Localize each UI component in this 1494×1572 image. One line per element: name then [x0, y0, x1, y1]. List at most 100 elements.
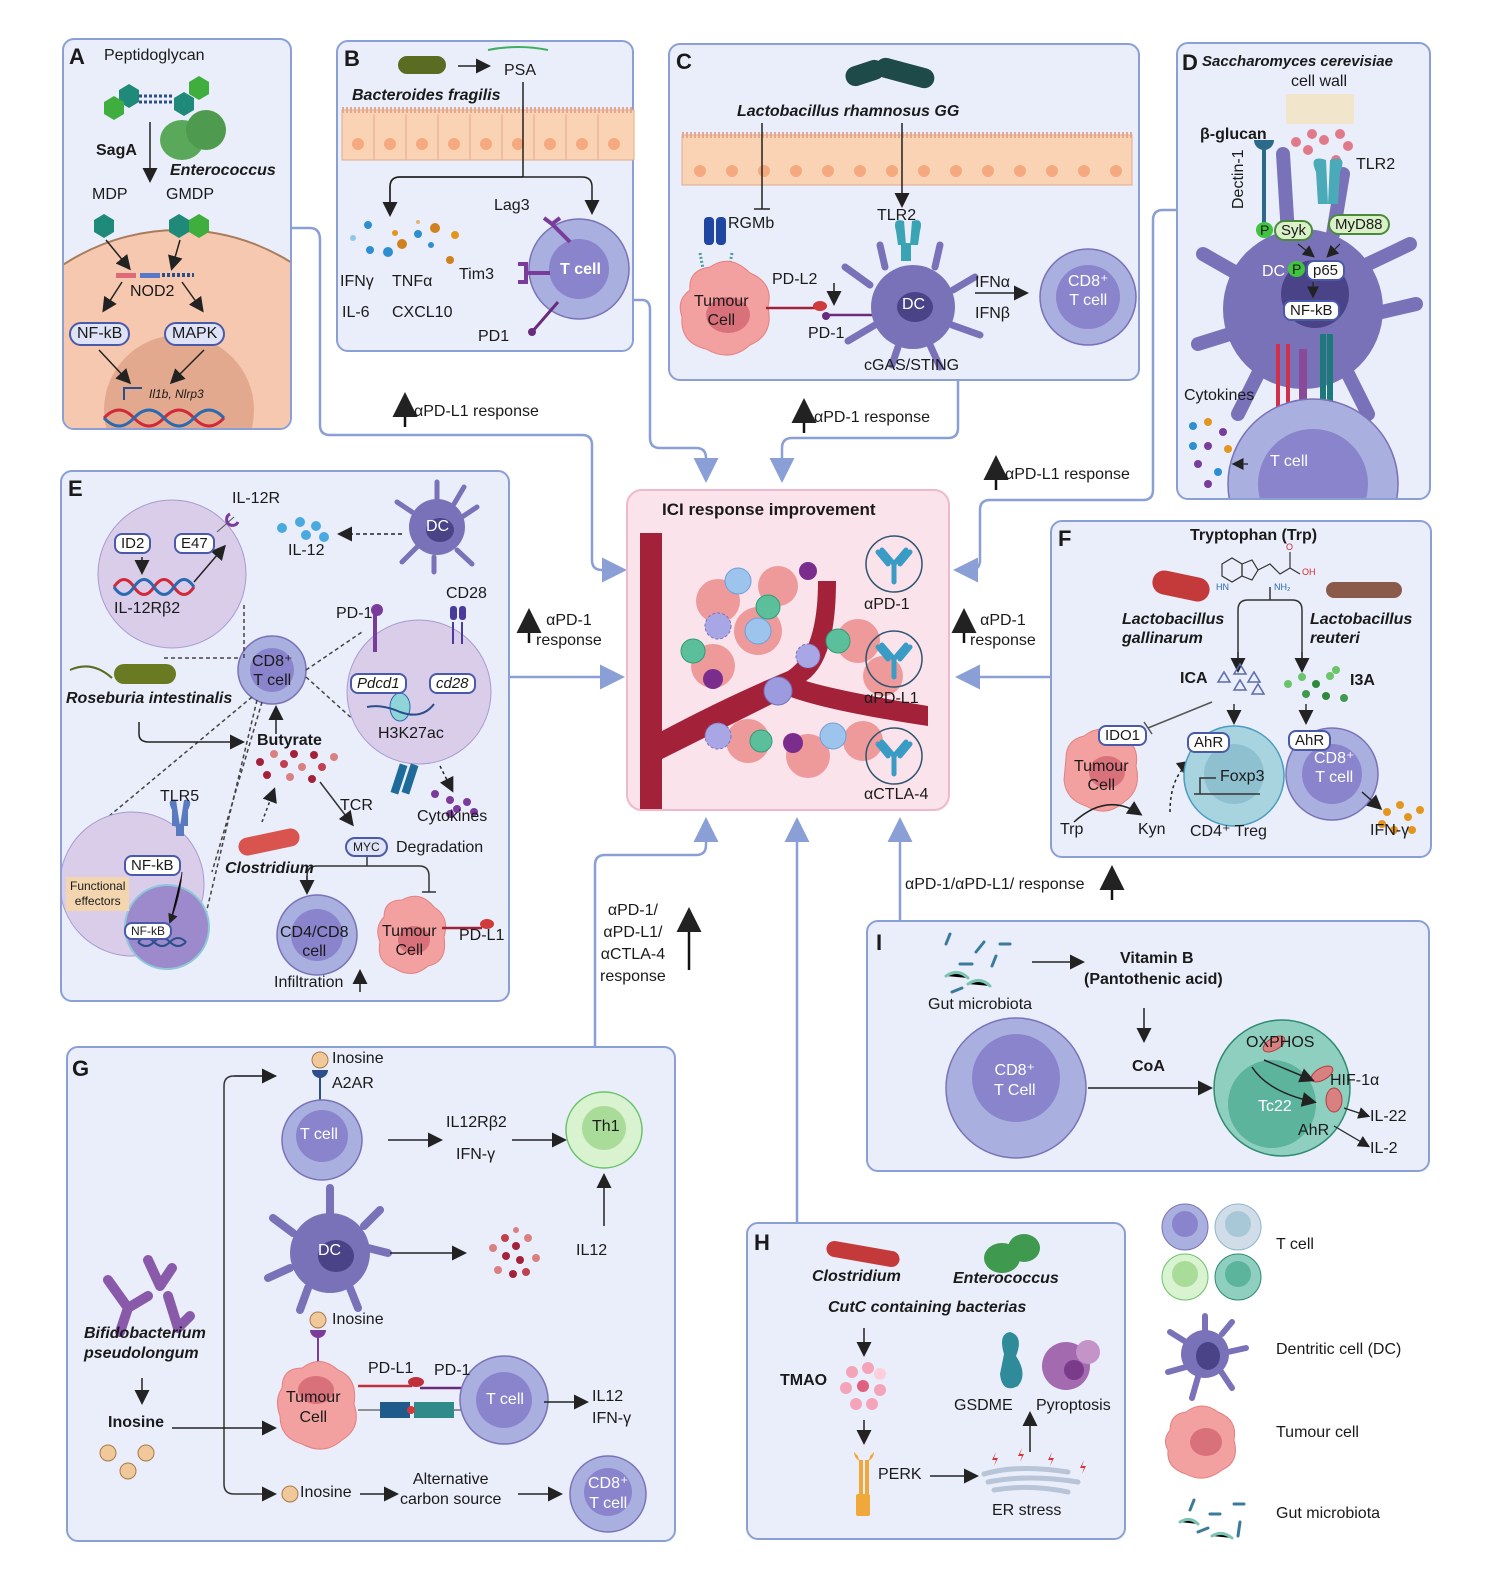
antibody-icon [865, 535, 923, 593]
cd28-gene: cd28 [429, 673, 476, 694]
legend-microbiota-icon [1178, 1498, 1246, 1540]
bacteroides-icon [398, 56, 446, 74]
connector-label-i: αPD-1/αPD-L1/ response [905, 876, 1085, 893]
legend-label-tumour: Tumour cell [1276, 1424, 1359, 1441]
tlr2-receptor [1313, 158, 1343, 204]
panel-label: C [676, 49, 692, 74]
panel-label: H [754, 1230, 770, 1255]
connector-a [292, 226, 627, 583]
legend-label-dc: Dentritic cell (DC) [1276, 1341, 1402, 1358]
cytokine-dots [1189, 418, 1232, 488]
tim3-receptor [518, 262, 550, 284]
gmdp-icon [169, 214, 209, 238]
panel-label: B [344, 46, 360, 71]
panel-a: A Peptidoglycan SagA Enterococcus MDP GM… [62, 38, 292, 430]
cell-circle [346, 619, 492, 765]
ica-dots [1216, 662, 1266, 695]
mhc-tcr-complex [358, 1402, 478, 1418]
enterococcus-icon [160, 110, 226, 160]
nfkb-node: NF-kB [69, 322, 131, 346]
dc-cell [841, 241, 984, 371]
pdcd1-gene: Pdcd1 [350, 673, 407, 694]
panel-e: E IL-12R ID2 E47 IL-12Rβ2 IL-12 DC CD28 … [60, 470, 510, 1002]
ahr-node: AhR [1288, 730, 1332, 751]
myc-node: MYC [345, 837, 388, 857]
cytokine-dots [431, 790, 478, 818]
nucleus-circle [97, 499, 247, 649]
panel-b: B PSA Bacteroides fragilis Lag3 Tim3 PD1… [336, 40, 635, 352]
inosine-dots [99, 1444, 155, 1480]
panel-g: G Inosine A2AR T cell IL12Rβ2 IFN-γ Th1 … [66, 1046, 676, 1542]
connector-c [769, 380, 960, 483]
epithelium [341, 107, 635, 161]
connector-label-c: αPD-1 response [814, 409, 930, 426]
l-reuteri-icon [1326, 582, 1402, 598]
legend-label-t-cell: T cell [1276, 1236, 1314, 1253]
enterococcus-icon [984, 1234, 1040, 1273]
antibody-icon [865, 727, 923, 785]
gsdme-icon [1000, 1332, 1023, 1389]
antibody-icon [865, 630, 923, 688]
transcription-arrow-icon [123, 387, 142, 400]
legend-dc-icon [1165, 1313, 1249, 1401]
tumour-microenvironment-illustration [640, 533, 928, 809]
stress-bolt-icon [992, 1448, 1086, 1474]
immune-cells [680, 562, 851, 753]
panel-label: I [876, 930, 883, 955]
bifidobacterium-icon [103, 1255, 195, 1337]
dc-cell [264, 1184, 392, 1314]
panel-label: D [1182, 50, 1198, 75]
connector-d [953, 208, 1176, 583]
tcr-receptor [390, 763, 419, 795]
pyroptosis-icon [1042, 1340, 1100, 1390]
panel-f: F Tryptophan (Trp) O OH HN NH₂ Lactobaci… [1050, 520, 1432, 858]
tlr5-receptor [169, 799, 191, 836]
l-gallinarum-icon [1152, 570, 1210, 602]
panel-label: A [69, 44, 85, 69]
inosine-icon [281, 1485, 299, 1503]
cytokine-dots [350, 220, 459, 264]
cd28-receptor [450, 606, 466, 620]
p65-node: p65 [1306, 260, 1346, 281]
lactobacillus-icon [845, 57, 935, 89]
connector-label-a: αPD-L1 response [414, 403, 539, 420]
panel-label: E [68, 476, 83, 501]
ido1-node: IDO1 [1098, 725, 1148, 746]
nfkb-node: NF-kB [1283, 300, 1340, 321]
phospho-badge: P [1256, 222, 1274, 239]
psa-icon [487, 46, 549, 51]
phospho-badge: P [1288, 261, 1306, 278]
lag3-receptor [542, 216, 572, 244]
tmao-dots [840, 1362, 886, 1410]
peptidoglycan-icon [104, 76, 209, 120]
dc-cell [394, 479, 480, 575]
pd1-receptor [530, 301, 560, 333]
ifng-dots [1378, 801, 1424, 834]
legend-t-cell-icon [1161, 1203, 1262, 1301]
nucleosome-icon [389, 692, 411, 722]
panel-c: C Lactobacillus rhamnosus GG RGMb TLR2 P… [668, 43, 1140, 381]
panel-label: G [72, 1056, 90, 1081]
id2-node: ID2 [114, 533, 152, 554]
i3a-dots [1284, 666, 1348, 702]
dectin-1-icon [1254, 140, 1274, 150]
panel-label: F [1058, 526, 1072, 551]
inosine-icon [311, 1051, 329, 1069]
syk-node: Syk [1274, 220, 1314, 241]
clostridium-icon [238, 828, 300, 856]
ici-response-panel: ICI response improvement αPD [626, 489, 950, 811]
e47-node: E47 [174, 533, 215, 554]
butyrate-dots [256, 750, 338, 783]
connector-b [632, 298, 719, 483]
epithelium [681, 132, 1133, 186]
legend-tumour-icon [1164, 1405, 1236, 1479]
ahr-node: AhR [1187, 732, 1231, 753]
panel-h: H Clostridium Enterococcus CutC containi… [746, 1222, 1126, 1540]
il12r-receptor [225, 512, 240, 527]
tlr2-receptor [895, 220, 921, 261]
